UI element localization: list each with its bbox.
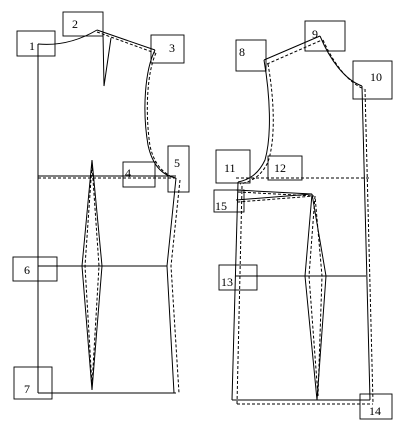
right-side-seam [231, 181, 239, 401]
right-shoulder [263, 35, 321, 61]
label-7-text: 7 [24, 382, 30, 396]
right-pattern-piece [231, 35, 374, 405]
left-shoulder-dashed [96, 31, 156, 54]
label-12: 12 [267, 155, 303, 181]
label-9-text: 9 [312, 27, 318, 41]
label-15: 15 [213, 189, 245, 213]
label-11-text: 11 [224, 161, 236, 175]
right-side-seam-dashed [236, 185, 243, 405]
left-pattern-piece [37, 29, 181, 394]
label-6: 6 [12, 256, 58, 282]
left-front-dart [81, 159, 103, 391]
right-side-dart-dashed [237, 191, 315, 203]
label-2-text: 2 [72, 17, 78, 31]
left-shoulder [96, 29, 156, 51]
label-4-text: 4 [125, 166, 131, 180]
right-neckline-dashed [322, 39, 365, 90]
left-armhole-dashed [146, 52, 179, 180]
label-5: 5 [167, 145, 190, 193]
left-front-dart-dashed [84, 164, 100, 386]
label-5-text: 5 [174, 156, 180, 170]
right-center-back-dashed [364, 88, 374, 404]
left-shoulder-dart [102, 33, 112, 87]
left-armhole [144, 49, 177, 179]
label-1: 1 [16, 30, 56, 57]
label-9: 9 [304, 20, 346, 52]
label-10: 10 [352, 60, 393, 100]
label-3-text: 3 [169, 41, 175, 55]
label-1-text: 1 [29, 39, 35, 53]
label-6-text: 6 [24, 263, 30, 277]
left-side-seam-dashed [170, 179, 181, 394]
label-13-text: 13 [221, 275, 233, 289]
label-13: 13 [218, 264, 258, 291]
right-back-dart [304, 193, 327, 401]
label-14: 14 [359, 393, 393, 420]
label-8-text: 8 [239, 45, 245, 59]
label-15-text: 15 [215, 199, 227, 213]
label-7: 7 [13, 366, 53, 400]
label-8: 8 [235, 39, 267, 72]
left-side-seam [166, 177, 177, 394]
right-center-back [361, 85, 371, 401]
left-neckline [37, 29, 98, 45]
label-2: 2 [62, 11, 104, 37]
right-back-dart-dashed [308, 195, 323, 397]
label-3: 3 [150, 34, 185, 64]
label-12-text: 12 [274, 161, 286, 175]
label-14-text: 14 [369, 404, 381, 418]
label-10-text: 10 [370, 70, 382, 84]
right-shoulder-dashed [266, 39, 323, 65]
label-11: 11 [215, 149, 251, 184]
label-4: 4 [122, 161, 156, 188]
